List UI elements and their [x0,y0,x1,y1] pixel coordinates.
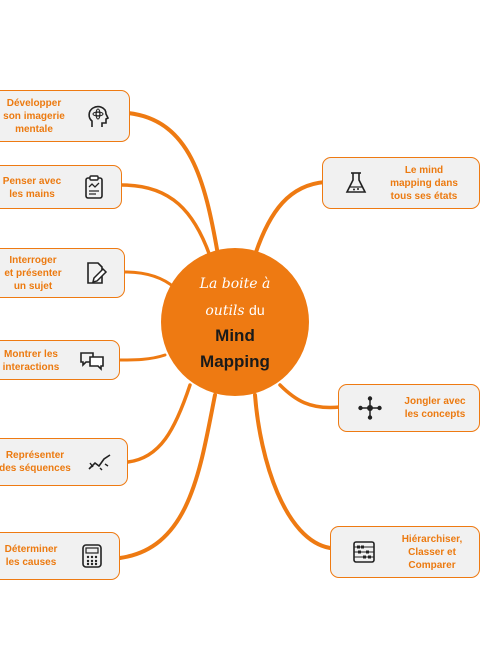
speech-bubbles-icon [80,352,104,371]
branch-hierarchiser [253,393,332,550]
branch-penser [120,183,214,264]
flask-icon [345,172,367,193]
branch-determiner [118,393,217,560]
branch-jongler [278,383,342,410]
branch-montrer [118,353,167,362]
center-line-4: Mapping [200,352,270,371]
branch-representer [126,383,192,464]
calculator-icon [82,544,102,568]
document-pen-icon [87,262,108,284]
branch-mind-mapping [253,180,327,257]
branch-developper [126,111,220,257]
center-line-2: outils du [205,302,265,319]
clipboard-icon [85,175,103,199]
brain-head-icon [88,105,110,127]
central-topic: La boite à outils du Mind Mapping [161,248,309,396]
line-chart-icon [88,454,111,471]
network-nodes-icon [358,396,382,420]
center-line-3: Mind [215,326,255,345]
center-line-1: La boite à [199,276,271,292]
abacus-icon [353,541,375,563]
